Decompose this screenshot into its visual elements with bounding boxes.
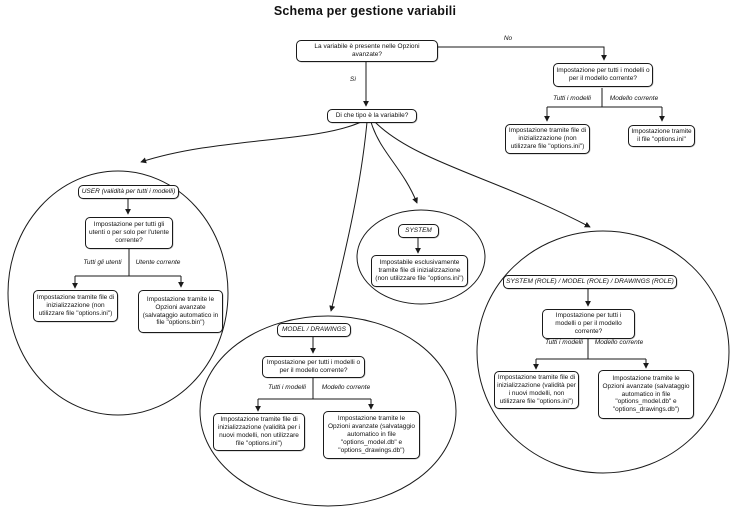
model-drawings-leaf-inizializzazione: Impostazione tramite file di inizializza… [213,413,305,451]
system-ellipse [356,209,486,305]
decision-tipo-variabile: Di che tipo è la variabile? [327,109,417,123]
edge-to-role [374,121,591,228]
topright-question: Impostazione per tutti i modelli o per i… [553,63,653,87]
diagram-title: Schema per gestione variabili [273,4,457,18]
user-leaf-opzioni-avanzate: Impostazione tramite le Opzioni avanzate… [138,290,223,333]
decision-variabile-presente: La variabile è presente nelle Opzioni av… [296,40,438,62]
model-drawings-branch-tutti: Tutti i modelli [268,384,306,391]
role-leaf-inizializzazione: Impostazione tramite file di inizializza… [494,371,579,409]
user-branch-corrente: Utente corrente [135,259,181,266]
user-branch-tutti: Tutti gli utenti [83,259,122,266]
edge-to-user [140,121,362,164]
role-leaf-opzioni-avanzate: Impostazione tramite le Opzioni avanzate… [598,370,694,419]
user-ellipse [7,170,229,416]
role-ellipse [476,230,730,474]
role-header: SYSTEM (ROLE) / MODEL (ROLE) / DRAWINGS … [503,275,677,289]
edge-to-model-drawings [329,121,368,312]
user-header: USER (validità per tutti i modelli) [78,185,179,199]
edge-to-system [370,121,418,204]
topright-leaf-options-ini: Impostazione tramite il file "options.in… [628,125,695,147]
branch-label-no: No [503,35,513,42]
model-drawings-ellipse [199,315,457,507]
system-header: SYSTEM [398,224,439,238]
topright-leaf-inizializzazione: Impostazione tramite file di inizializza… [505,124,590,154]
branch-label-si: Sì [349,76,357,83]
user-leaf-inizializzazione: Impostazione tramite file di inizializza… [33,290,118,322]
topright-branch-tutti: Tutti i modelli [553,95,591,102]
model-drawings-branch-corrente: Modello corrente [321,384,371,391]
model-drawings-question: Impostazione per tutti i modelli o per i… [262,356,365,378]
system-leaf-inizializzazione: Impostabile esclusivamente tramite file … [371,255,468,287]
role-branch-tutti: Tutti i modelli [545,339,583,346]
edge-no [438,46,607,61]
model-drawings-leaf-opzioni-avanzate: Impostazione tramite le Opzioni avanzate… [323,411,420,459]
topright-branch-corrente: Modello corrente [609,95,659,102]
role-question: Impostazione per tutti i modelli o per i… [542,309,635,339]
role-branch-corrente: Modello corrente [594,339,644,346]
model-drawings-header: MODEL / DRAWINGS [277,323,351,337]
user-question: Impostazione per tutti gli utenti o per … [85,217,173,249]
